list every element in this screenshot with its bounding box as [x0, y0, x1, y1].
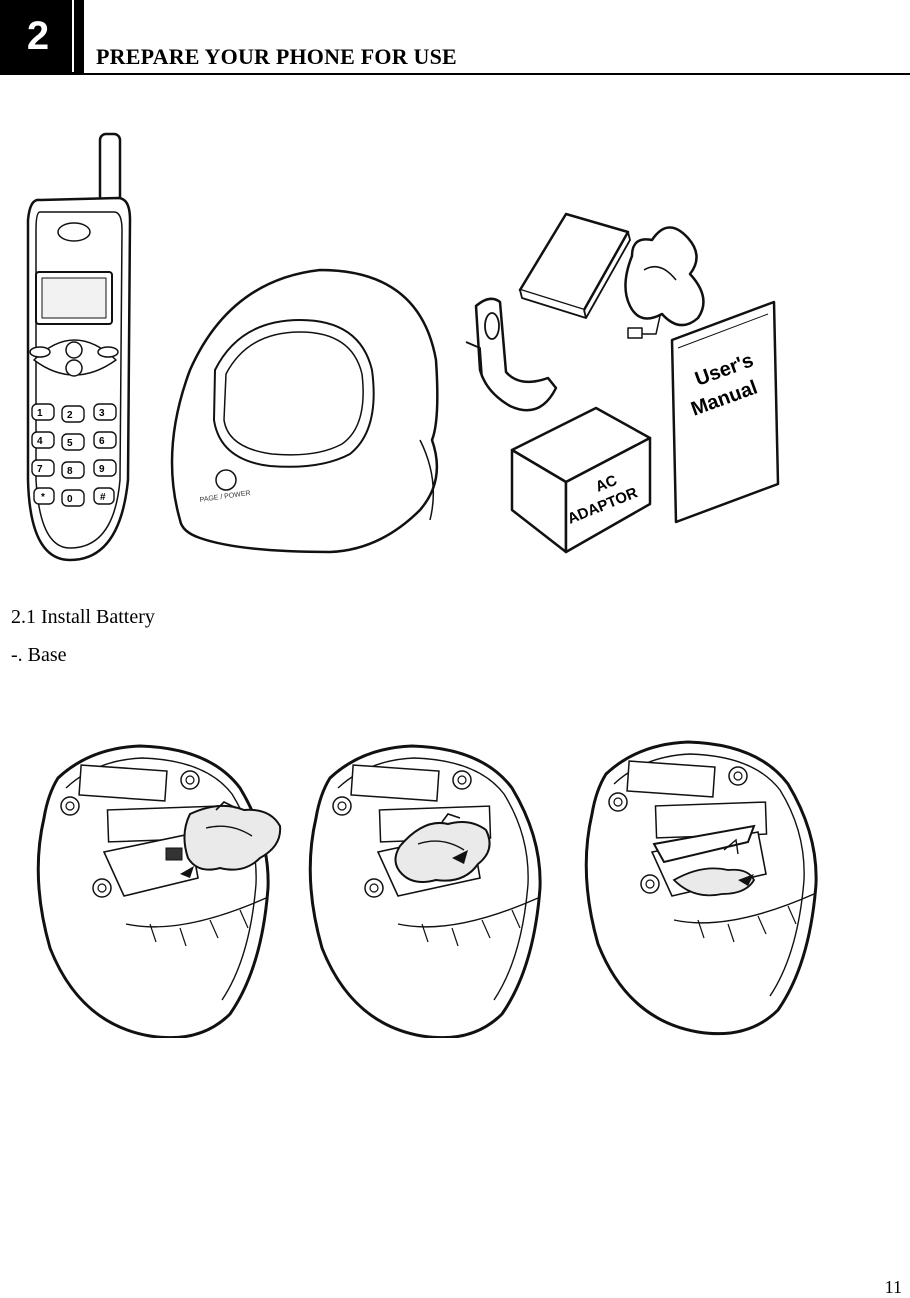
ac-adaptor-box-illustration	[510, 406, 652, 554]
key-2: 2	[67, 410, 73, 421]
belt-clip-illustration	[465, 297, 558, 412]
key-1: 1	[37, 408, 43, 419]
battery-step-1	[36, 744, 282, 1038]
battery-step-3	[584, 740, 818, 1036]
page-number: 11	[884, 1277, 902, 1297]
header-divider	[84, 73, 910, 75]
chapter-number: 2	[4, 0, 74, 72]
key-0: 0	[67, 494, 73, 505]
battery-install-steps-illustration	[36, 740, 818, 1038]
key-6: 6	[99, 436, 105, 447]
base-unit-illustration	[170, 268, 439, 554]
key-3: 3	[99, 408, 105, 419]
handset-illustration	[26, 132, 132, 562]
key-4: 4	[37, 436, 43, 447]
key-9: 9	[99, 464, 105, 475]
key-5: 5	[67, 438, 73, 449]
page-title: PREPARE YOUR PHONE FOR USE	[96, 44, 457, 69]
ac-label: AC	[593, 472, 620, 496]
key-7: 7	[37, 464, 43, 475]
chapter-number-box: 2	[0, 0, 84, 75]
battery-cell-illustration	[624, 226, 705, 339]
package-contents-illustration: 1 2 3 4 5 6 7 8 9 * 0 # PAGE / POWER	[26, 132, 780, 562]
battery-step-2	[308, 744, 542, 1038]
key-8: 8	[67, 466, 73, 477]
users-manual-illustration	[670, 300, 780, 524]
key-hash: #	[100, 492, 106, 503]
battery-pack-illustration	[518, 212, 631, 319]
section-heading: 2.1 Install Battery	[11, 606, 155, 628]
key-star: *	[41, 492, 45, 503]
section-subheading: -. Base	[11, 644, 67, 666]
